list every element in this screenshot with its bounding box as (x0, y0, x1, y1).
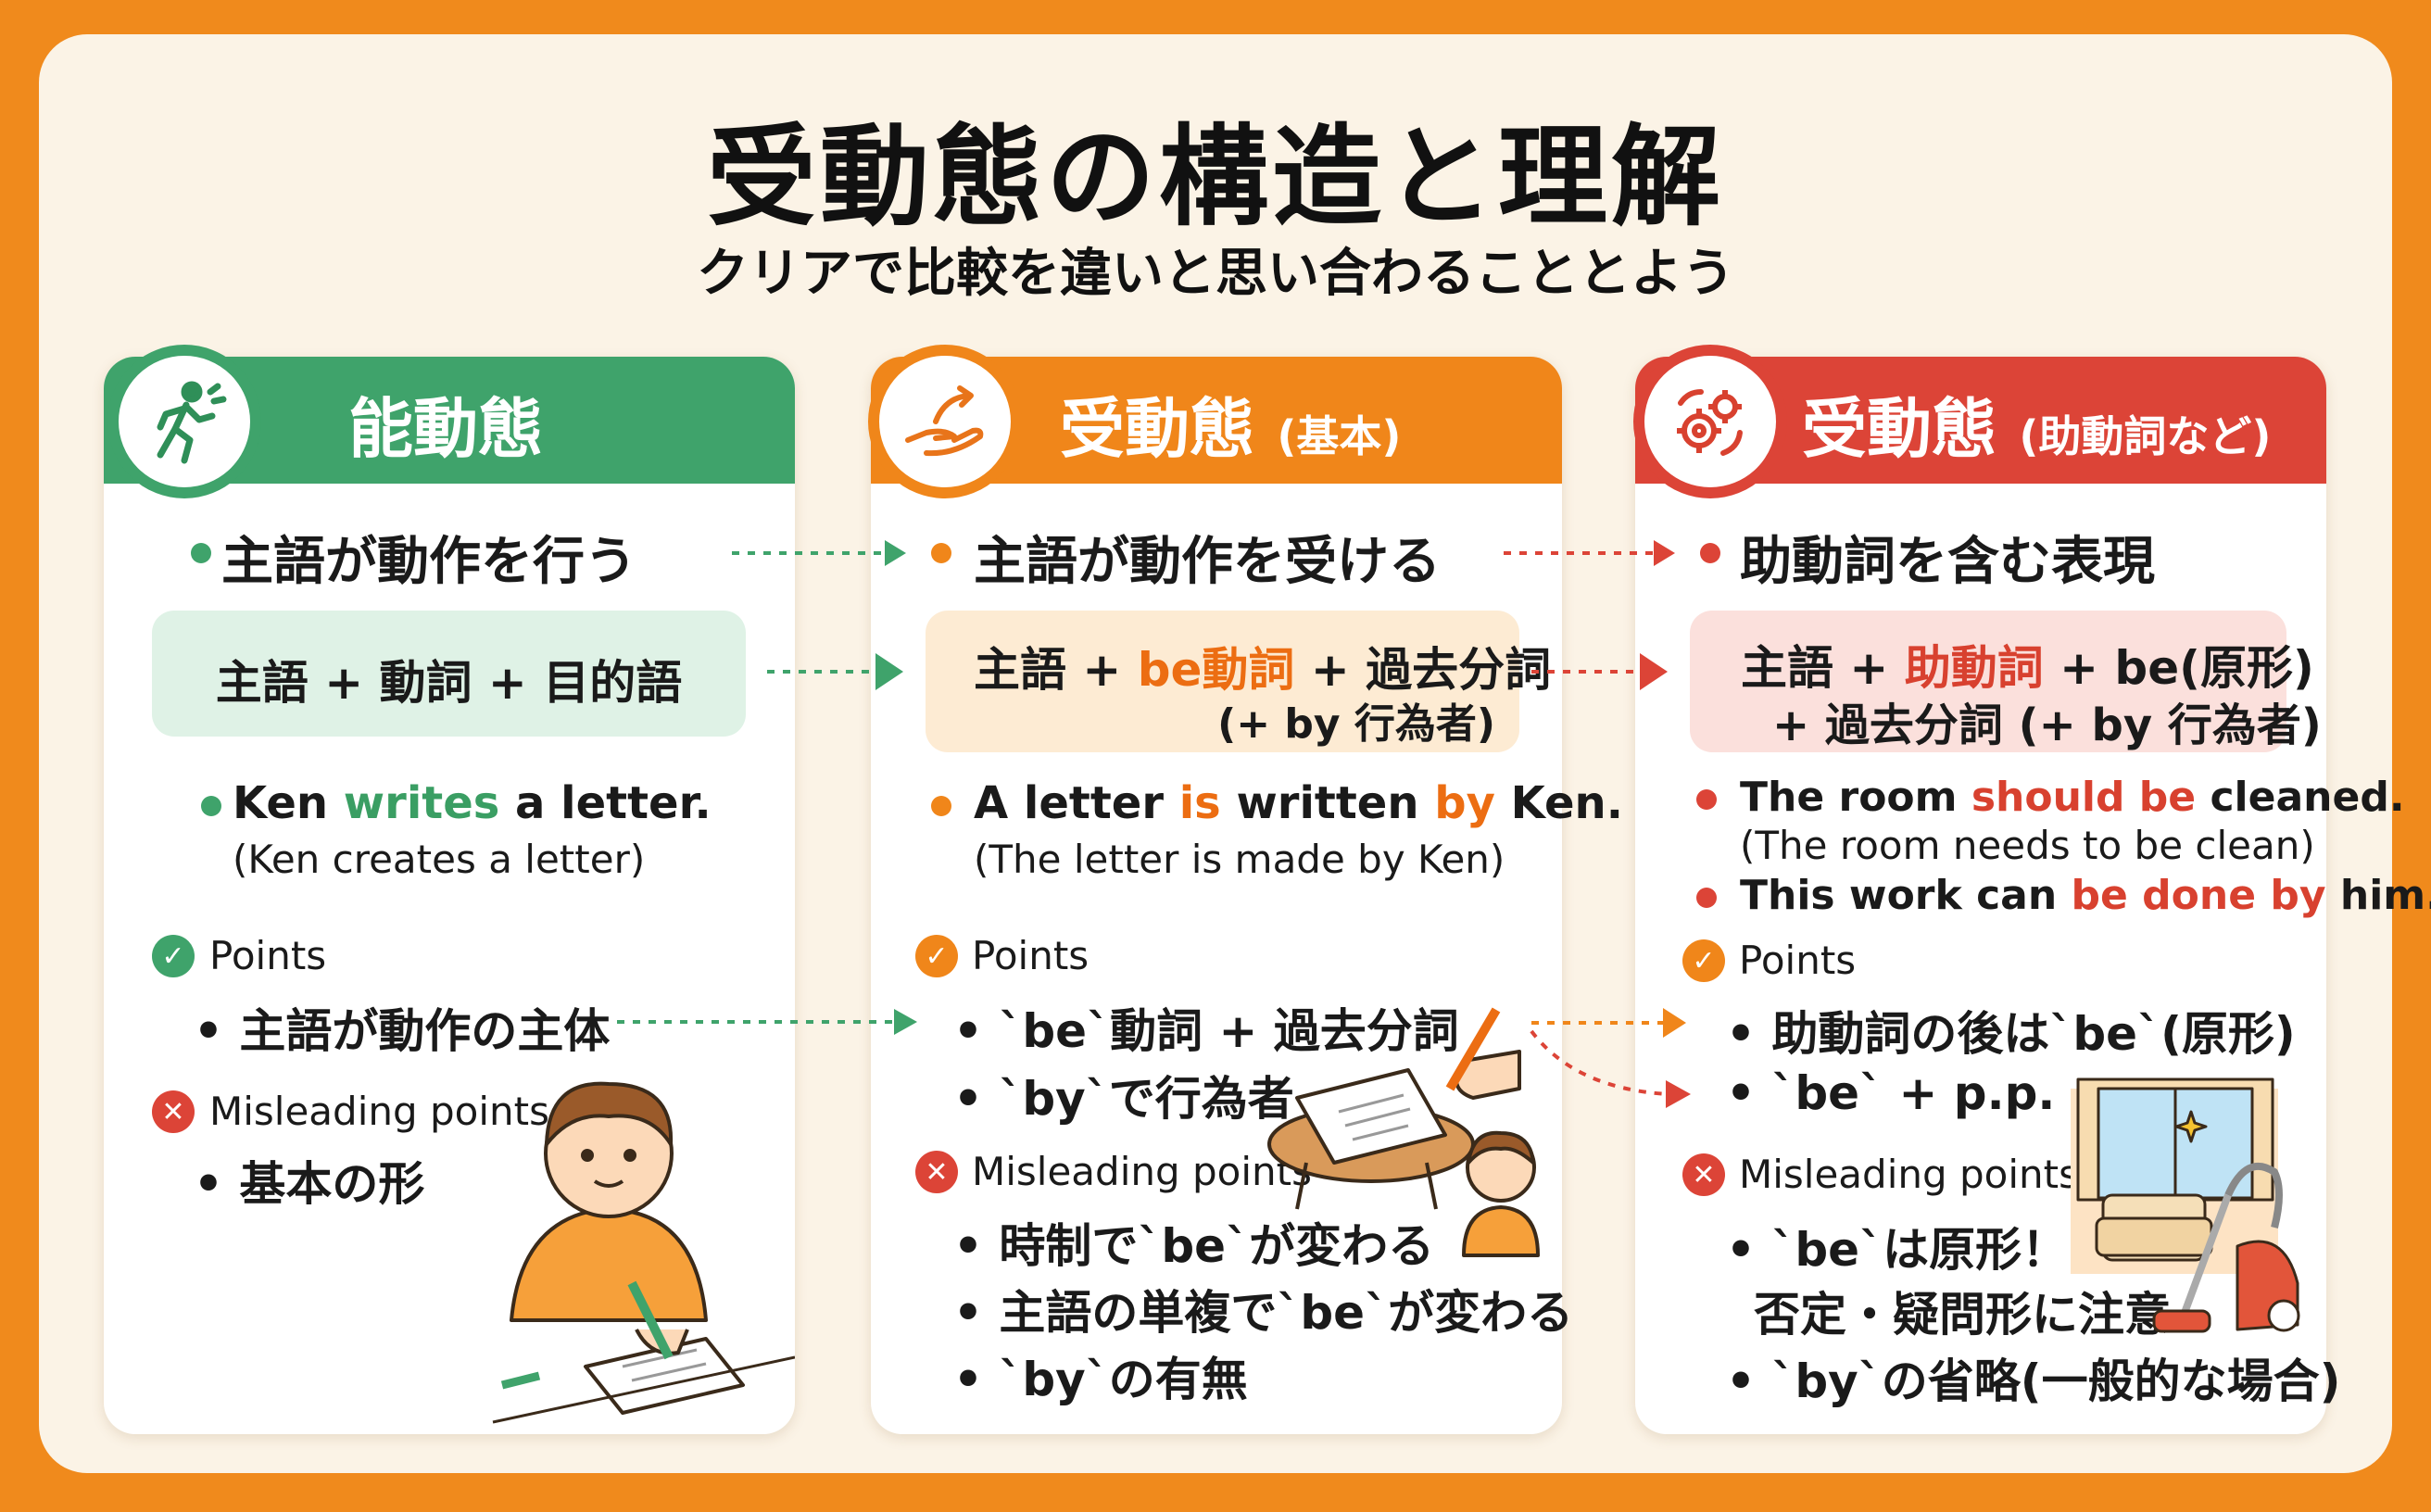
points-label: Points (972, 933, 1090, 978)
card-heading: 助動詞を含む表現 (1740, 532, 2155, 592)
x-icon: ✕ (152, 1090, 195, 1133)
formula-line: (+ by 行為者) (1217, 700, 1495, 748)
card-title: 能動態 (348, 391, 543, 467)
formula-line: 主語 + 動詞 + 目的語 (215, 656, 683, 710)
card-heading: 主語が動作を行う (221, 532, 636, 592)
bullet (931, 543, 951, 563)
example-sentence: This work can be done by him. (1740, 872, 2431, 919)
misleading-label: Misleading points (972, 1149, 1312, 1194)
formula-line: 主語 + be動詞 + 過去分詞 (974, 643, 1552, 697)
point-item: • `be`動詞 + 過去分詞 (953, 1004, 1459, 1058)
misleading-label: Misleading points (1739, 1152, 2079, 1197)
card-title: 受動態 (助動詞など) (1802, 391, 2272, 467)
misleading-item: • 基本の形 (194, 1157, 425, 1211)
check-icon: ✓ (152, 935, 195, 977)
point-item: • 助動詞の後は`be`(原形) (1726, 1007, 2296, 1061)
hand-arrow-icon (868, 345, 1022, 498)
page-subtitle: クリアで比較を違いと思い合わることとよう (697, 244, 1734, 304)
card-title: 受動態 (基本) (1060, 391, 1402, 467)
formula-box: 主語 + 助動詞 + be(原形) + 過去分詞 (+ by 行為者) (1690, 611, 2322, 752)
points-label: Points (209, 933, 327, 978)
misleading-item: • `be`は原形！ (1726, 1223, 2069, 1277)
misleading-item-cont: 否定・疑問形に注意 (1754, 1288, 2171, 1342)
card-heading: 主語が動作を受ける (974, 532, 1441, 592)
example-sentence: Ken writes a letter. (233, 777, 712, 829)
points-label: Points (1739, 938, 1857, 983)
bullet (1696, 888, 1717, 908)
example-note: (The letter is made by Ken) (974, 837, 1505, 882)
point-item: • `be` + p.p. (1726, 1066, 2056, 1120)
formula-line: + 過去分詞 (+ by 行為者) (1772, 699, 2322, 751)
example-note: (The room needs to be clean) (1740, 823, 2315, 868)
example-sentence: The room should be cleaned. (1740, 774, 2405, 821)
gears-icon (1633, 345, 1787, 498)
misleading-item: • `by`の有無 (953, 1353, 1248, 1406)
example-sentence: A letter is written by Ken. (974, 777, 1623, 829)
misleading-item: • `by`の省略(一般的な場合) (1726, 1354, 2341, 1408)
boy-writing-illustration (492, 1081, 795, 1424)
check-icon: ✓ (915, 935, 958, 977)
bullet (1696, 789, 1717, 810)
card-passive-modal: 受動態 (助動詞など) 助動詞を含む表現 主語 + 助動詞 + be(原形) +… (1633, 345, 2431, 1434)
point-item: • `by`で行為者 (953, 1072, 1294, 1126)
bullet (201, 796, 221, 816)
bullet (931, 796, 951, 816)
formula-line: 主語 + 助動詞 + be(原形) (1741, 641, 2314, 695)
misleading-label: Misleading points (209, 1089, 549, 1134)
misleading-item: • 主語の単複で`be`が変わる (953, 1286, 1574, 1340)
card-passive-basic: 受動態 (基本) 主語が動作を受ける 主語 + be動詞 + 過去分詞 (+ b… (868, 345, 1623, 1434)
example-note: (Ken creates a letter) (233, 837, 646, 882)
misleading-item: • 時制で`be`が変わる (953, 1219, 1435, 1273)
point-item: • 主語が動作の主体 (194, 1004, 611, 1058)
bullet (1700, 543, 1720, 563)
check-icon: ✓ (1682, 939, 1725, 982)
x-icon: ✕ (1682, 1153, 1725, 1196)
page-title: 受動態の構造と理解 (706, 113, 1724, 241)
x-icon: ✕ (915, 1151, 958, 1193)
formula-box: 主語 + be動詞 + 過去分詞 (+ by 行為者) (926, 611, 1551, 752)
running-person-icon (107, 345, 261, 498)
bullet (191, 543, 211, 563)
formula-box: 主語 + 動詞 + 目的語 (152, 611, 746, 737)
card-active-voice: 能動態 主語が動作を行う 主語 + 動詞 + 目的語 Ken writes a … (104, 345, 795, 1434)
